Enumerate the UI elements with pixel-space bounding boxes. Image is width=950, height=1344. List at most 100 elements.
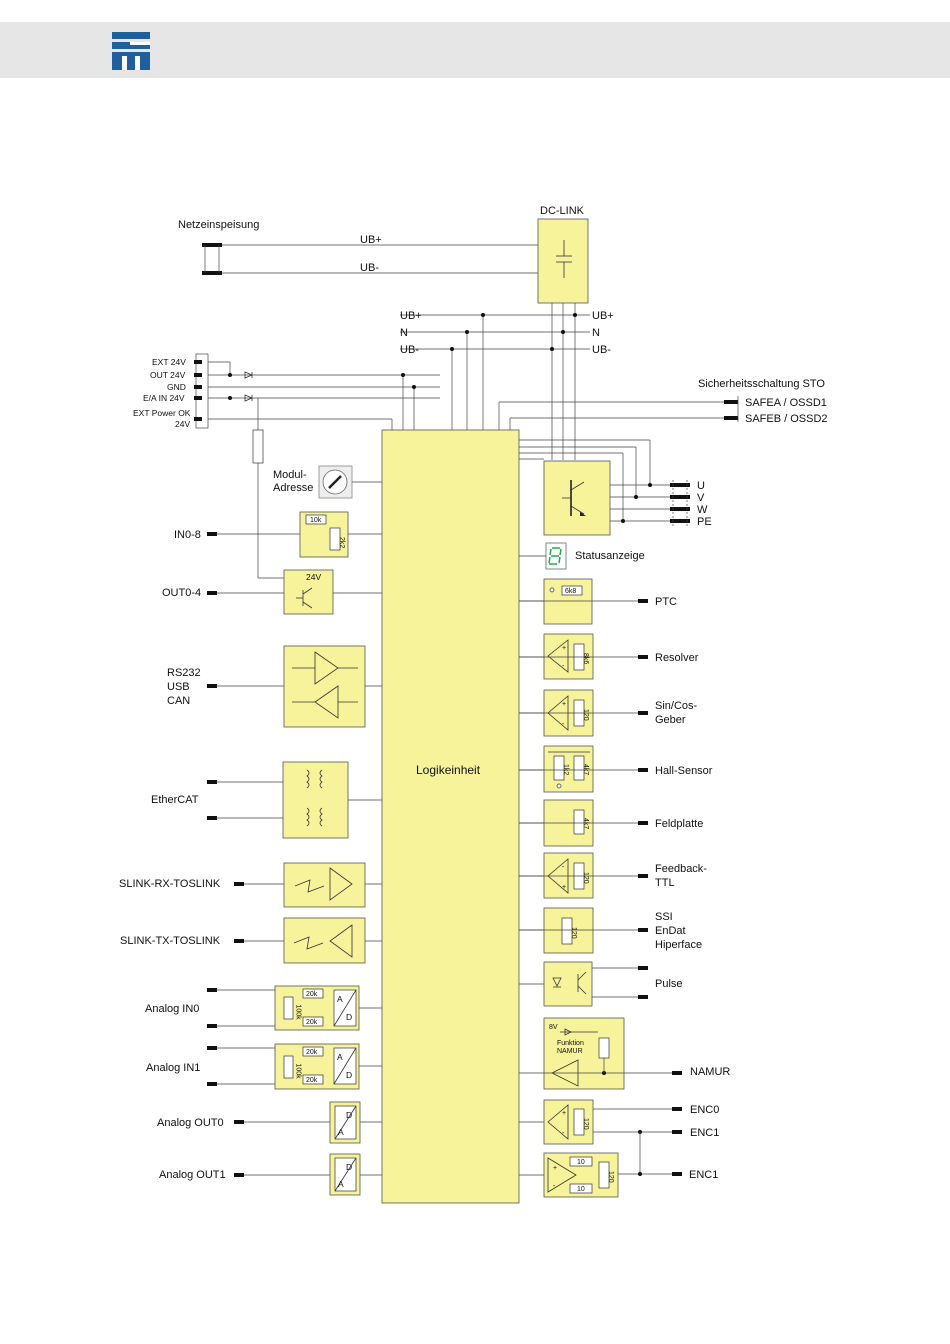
enc-in-block xyxy=(543,1099,594,1145)
safeb-label: SAFEB / OSSD2 xyxy=(745,413,828,425)
gnd-label: GND xyxy=(167,382,186,392)
hall-block xyxy=(543,745,594,793)
svg-text:-: - xyxy=(562,1130,565,1137)
out1-d: D xyxy=(346,1162,352,1172)
bus-n-right-label: N xyxy=(592,327,600,339)
in1-r100k: 100k xyxy=(295,1064,302,1080)
r6k8-label: 6k8 xyxy=(565,588,576,595)
inverter-block xyxy=(543,460,611,536)
out1-a: A xyxy=(338,1179,344,1189)
enc-r10-a: 10 xyxy=(577,1159,585,1166)
svg-text:+: + xyxy=(562,645,566,652)
namur-label: NAMUR xyxy=(690,1066,730,1078)
enc-out-r120: 120 xyxy=(607,1171,614,1183)
netz-ubminus-label: UB- xyxy=(360,262,379,274)
v-label: V xyxy=(697,492,705,504)
enc1-label: ENC1 xyxy=(690,1127,719,1139)
u-label: U xyxy=(697,480,705,492)
feedback-block xyxy=(543,852,594,899)
company-logo-icon xyxy=(112,32,150,70)
in0-a: A xyxy=(337,994,343,1004)
enc0-label: ENC0 xyxy=(690,1104,719,1116)
out04-label: OUT0-4 xyxy=(162,587,201,599)
in08-label: IN0-8 xyxy=(174,529,201,541)
bus-ubminus-label: UB- xyxy=(400,344,419,356)
ext24-label: EXT 24V xyxy=(152,357,186,367)
bus-n-label: N xyxy=(400,327,408,339)
usb-label: USB xyxy=(167,681,190,693)
sincos-r120: 120 xyxy=(582,709,589,721)
svg-text:-: - xyxy=(562,864,565,871)
svg-text:+: + xyxy=(553,1165,557,1172)
ssi-r120: 120 xyxy=(570,927,577,939)
bus-ubplus-label: UB+ xyxy=(400,310,422,322)
slink-rx-label: SLINK-RX-TOSLINK xyxy=(119,878,221,890)
ea24-label: E/A IN 24V xyxy=(143,393,185,403)
rs232-label: RS232 xyxy=(167,667,201,679)
r10k-label: 10k xyxy=(310,517,322,524)
safea-label: SAFEA / OSSD1 xyxy=(745,397,827,409)
netz-ubplus-label: UB+ xyxy=(360,234,382,246)
r8k6-label: 8k6 xyxy=(582,653,589,664)
transceiver-block xyxy=(283,645,366,728)
out24-label: OUT 24V xyxy=(150,370,186,380)
enc-r120: 120 xyxy=(582,1118,589,1130)
ssi-label: SSI xyxy=(655,911,673,923)
namur-block xyxy=(543,1017,625,1090)
out0-d: D xyxy=(346,1110,352,1120)
out-24v-label: 24V xyxy=(306,572,321,582)
bus-ubminus-right-label: UB- xyxy=(592,344,611,356)
pe-label: PE xyxy=(697,516,712,528)
in1-r20k-a: 20k xyxy=(306,1049,318,1056)
fb-r120: 120 xyxy=(582,872,589,884)
slink-tx-label: SLINK-TX-TOSLINK xyxy=(120,935,221,947)
ptc-label: PTC xyxy=(655,596,677,608)
dc-link-block xyxy=(537,218,589,304)
adresse-label: Adresse xyxy=(273,482,313,494)
v8-label: 8V xyxy=(549,1024,558,1031)
analog-out1-label: Analog OUT1 xyxy=(159,1169,226,1181)
netzeinspeisung-label: Netzeinspeisung xyxy=(178,219,259,231)
resolver-block xyxy=(543,633,594,680)
can-label: CAN xyxy=(167,695,190,707)
extpower-label: EXT Power OK xyxy=(133,408,191,418)
hiperface-label: Hiperface xyxy=(655,939,702,951)
enc-r10-b: 10 xyxy=(577,1186,585,1193)
in0-d: D xyxy=(346,1012,352,1022)
logikeinheit-label: Logikeinheit xyxy=(416,763,481,777)
in0-r20k-a: 20k xyxy=(306,991,318,998)
analog-out0-label: Analog OUT0 xyxy=(157,1117,224,1129)
in1-d: D xyxy=(346,1070,352,1080)
in0-r100k: 100k xyxy=(295,1005,302,1021)
bus-ubplus-right-label: UB+ xyxy=(592,310,614,322)
svg-text:-: - xyxy=(553,1183,556,1190)
svg-text:-: - xyxy=(562,663,565,670)
out04-block xyxy=(283,569,334,615)
out0-a: A xyxy=(338,1127,344,1137)
svg-text:+: + xyxy=(562,701,566,708)
feedback-label-2: TTL xyxy=(655,877,675,889)
logikeinheit-block xyxy=(381,429,520,1204)
hall-label: Hall-Sensor xyxy=(655,765,713,777)
endat-label: EnDat xyxy=(655,925,686,937)
dc-link-label: DC-LINK xyxy=(540,205,585,217)
namur-small-label: NAMUR xyxy=(557,1048,583,1055)
resolver-label: Resolver xyxy=(655,652,699,664)
feld-r4k7: 4k7 xyxy=(582,818,589,829)
slink-tx-block xyxy=(283,917,366,964)
r2k2-label: 2k2 xyxy=(338,537,345,548)
ethercat-label: EtherCAT xyxy=(151,794,199,806)
svg-text:+: + xyxy=(562,1110,566,1117)
analog-in1-label: Analog IN1 xyxy=(146,1062,200,1074)
sto-label: Sicherheitsschaltung STO xyxy=(698,378,825,390)
in1-a: A xyxy=(337,1052,343,1062)
w-label: W xyxy=(697,504,708,516)
in0-r20k-b: 20k xyxy=(306,1019,318,1026)
ethercat-block xyxy=(282,761,349,839)
feldplatte-label: Feldplatte xyxy=(655,818,703,830)
svg-text:+: + xyxy=(562,884,566,891)
analog-in0-label: Analog IN0 xyxy=(145,1003,199,1015)
modul-label: Modul- xyxy=(273,469,307,481)
svg-text:-: - xyxy=(562,721,565,728)
header-bar xyxy=(0,22,950,78)
